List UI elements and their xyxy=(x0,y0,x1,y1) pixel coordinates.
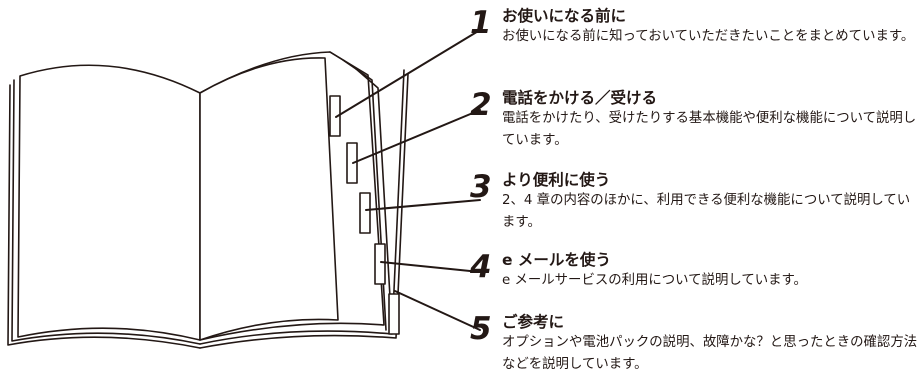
section-number: 4 xyxy=(470,249,492,285)
section-description: 2、4 章の内容のほかに、利用できる便利な機能について説明しています。 xyxy=(502,193,911,230)
section-title: お使いになる前に xyxy=(502,7,627,25)
section-title: ご参考に xyxy=(502,313,565,331)
tab-3 xyxy=(359,192,371,234)
leader-line-2 xyxy=(352,109,481,164)
leader-line-3 xyxy=(365,199,481,211)
section-number: 5 xyxy=(470,311,492,347)
section-description: e メールサービスの利用について説明しています。 xyxy=(502,273,807,288)
section-description: オプションや電池パックの説明、故障かな？と思ったときの確認方法などを説明していま… xyxy=(502,335,918,372)
section-number: 1 xyxy=(470,5,492,41)
section-number: 3 xyxy=(470,169,492,205)
tab-5 xyxy=(388,293,400,335)
leader-line-5 xyxy=(394,290,481,331)
leader-line-1 xyxy=(335,29,481,118)
section-description: 電話をかけたり、受けたりする基本機能や便利な機能について説明しています。 xyxy=(502,111,917,148)
section-title: e メールを使う xyxy=(502,251,611,269)
section-title: 電話をかける／受ける xyxy=(502,89,658,107)
tab-4 xyxy=(374,243,386,285)
leader-line-4 xyxy=(380,261,481,273)
section-number: 2 xyxy=(470,87,492,123)
section-description: お使いになる前に知っておいていただきたいことをまとめています。 xyxy=(502,29,915,44)
section-title: より便利に使う xyxy=(502,171,611,189)
tab-1 xyxy=(329,95,341,137)
